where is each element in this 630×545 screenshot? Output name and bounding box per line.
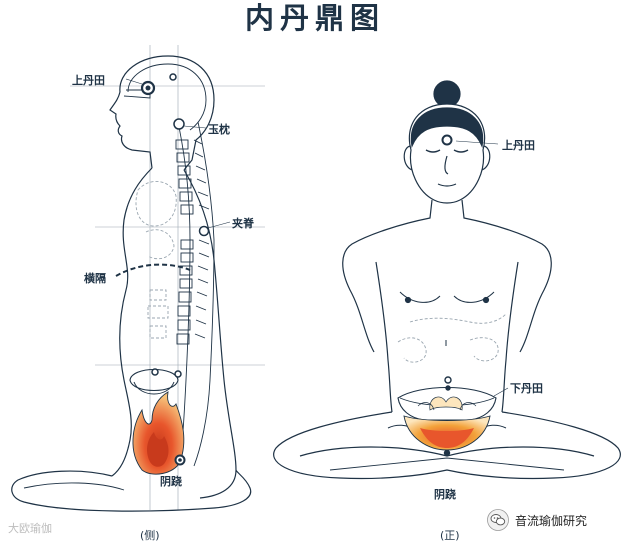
- watermark-right: 音流瑜伽研究: [487, 509, 587, 531]
- label-lower-dantian: 下丹田: [510, 380, 543, 396]
- legs-outline: [12, 470, 251, 511]
- watermark-right-text: 音流瑜伽研究: [515, 512, 587, 529]
- spine: [176, 122, 214, 466]
- back-outline: [184, 170, 236, 498]
- front-torso: [376, 262, 392, 412]
- face-profile: [110, 92, 152, 168]
- label-jiaji: 夹脊: [232, 215, 254, 231]
- wechat-icon: [487, 509, 509, 531]
- label-side-yinqiao: 阴跷: [160, 473, 182, 489]
- label-hengge: 横隔: [84, 270, 106, 286]
- front-view-figure: [274, 81, 621, 479]
- label-front-yinqiao: 阴跷: [434, 486, 456, 502]
- caption-front: (正): [440, 527, 460, 543]
- label-front-upper-dantian: 上丹田: [502, 137, 535, 153]
- label-side-upper-dantian: 上丹田: [72, 72, 105, 88]
- label-yuzhen: 玉枕: [208, 121, 230, 137]
- caption-side: (侧): [140, 527, 160, 543]
- watermark-left: 大欧瑜伽: [8, 520, 52, 536]
- head-profile: [120, 56, 214, 170]
- organs-side: [136, 181, 176, 338]
